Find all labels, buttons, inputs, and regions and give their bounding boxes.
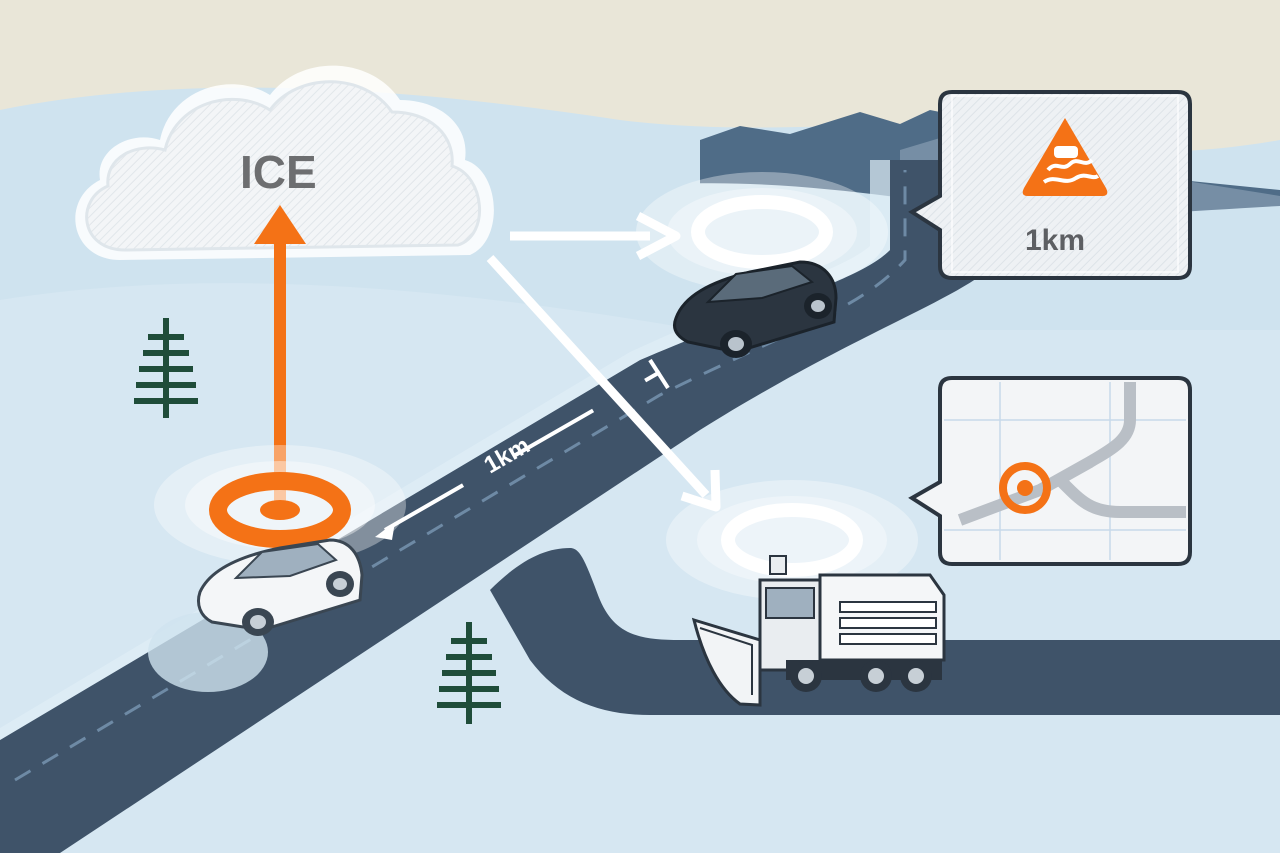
location-pin-icon bbox=[999, 462, 1051, 514]
signal-rings-plow bbox=[666, 480, 918, 600]
cloud-label: ICE bbox=[240, 146, 317, 198]
slippery-road-warning-icon bbox=[1022, 118, 1108, 196]
snow-plow-truck bbox=[691, 555, 946, 707]
branch-road bbox=[490, 548, 1280, 715]
reporting-car bbox=[197, 538, 364, 636]
arrow-cloud-to-plow bbox=[486, 254, 721, 512]
road-shadow bbox=[0, 160, 890, 740]
map-callout bbox=[908, 376, 1192, 566]
front-car bbox=[673, 260, 838, 358]
tree-left bbox=[134, 318, 198, 418]
cloud bbox=[75, 65, 494, 260]
signal-rings-front-car bbox=[636, 172, 888, 292]
upload-arrow bbox=[254, 205, 306, 510]
ice-patch bbox=[148, 612, 268, 692]
signal-rings-reporting-car bbox=[154, 445, 406, 565]
map-route bbox=[957, 382, 1186, 526]
warning-distance: 1km bbox=[1025, 224, 1085, 257]
arrow-cloud-to-car bbox=[510, 212, 681, 260]
distance-bracket bbox=[375, 358, 670, 540]
tree-bottom bbox=[437, 622, 501, 724]
